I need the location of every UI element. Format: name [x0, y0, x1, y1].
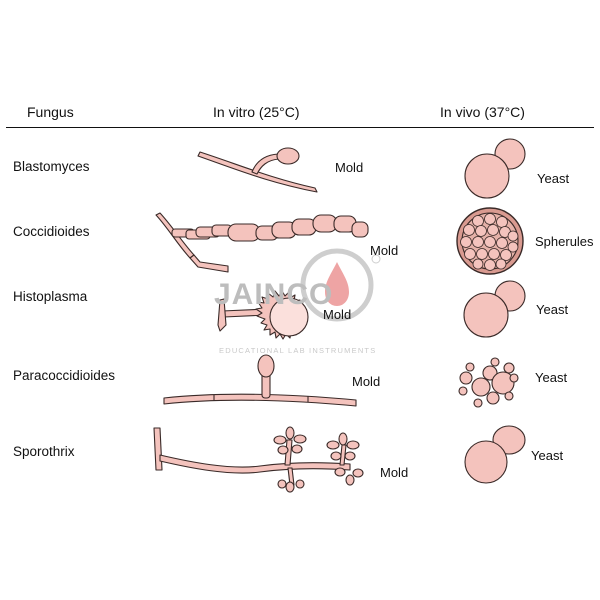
label-coccidioides-mold: Mold [370, 243, 399, 258]
header-fungus: Fungus [27, 104, 74, 120]
label-blastomyces-mold: Mold [335, 160, 364, 175]
blastomyces-mold-hyphae [197, 147, 318, 193]
paracoccidioides-yeast-cluster [458, 357, 519, 408]
label-paracoccidioides-mold: Mold [352, 374, 381, 389]
coccidioides-spherule [456, 207, 524, 275]
label-paracoccidioides-yeast: Yeast [535, 370, 568, 385]
header-in-vitro: In vitro (25°C) [213, 104, 300, 120]
histoplasma-yeast-cells [463, 280, 526, 338]
label-sporothrix-mold: Mold [380, 465, 409, 480]
watermark-logo [300, 248, 381, 322]
fungus-name-paracoccidioides: Paracoccidioides [13, 368, 116, 383]
coccidioides-mold-hyphae [155, 212, 369, 273]
blastomyces-yeast-cells [464, 138, 526, 199]
fungus-name-blastomyces: Blastomyces [13, 159, 90, 174]
paracoccidioides-mold [163, 354, 357, 407]
header-rule [6, 127, 594, 128]
label-coccidioides-spherules: Spherules [535, 234, 594, 249]
fungus-name-histoplasma: Histoplasma [13, 289, 88, 304]
label-blastomyces-yeast: Yeast [537, 171, 570, 186]
sporothrix-yeast-cells [464, 425, 526, 484]
header-in-vivo: In vivo (37°C) [440, 104, 525, 120]
fungus-name-coccidioides: Coccidioides [13, 224, 90, 239]
sporothrix-mold [153, 426, 364, 493]
label-histoplasma-yeast: Yeast [536, 302, 569, 317]
histoplasma-mold [217, 290, 309, 340]
label-histoplasma-mold: Mold [323, 307, 352, 322]
watermark-tagline: EDUCATIONAL LAB INSTRUMENTS [219, 346, 377, 355]
watermark-brand: JAINCO [214, 278, 334, 311]
label-sporothrix-yeast: Yeast [531, 448, 564, 463]
fungus-name-sporothrix: Sporothrix [13, 444, 75, 459]
